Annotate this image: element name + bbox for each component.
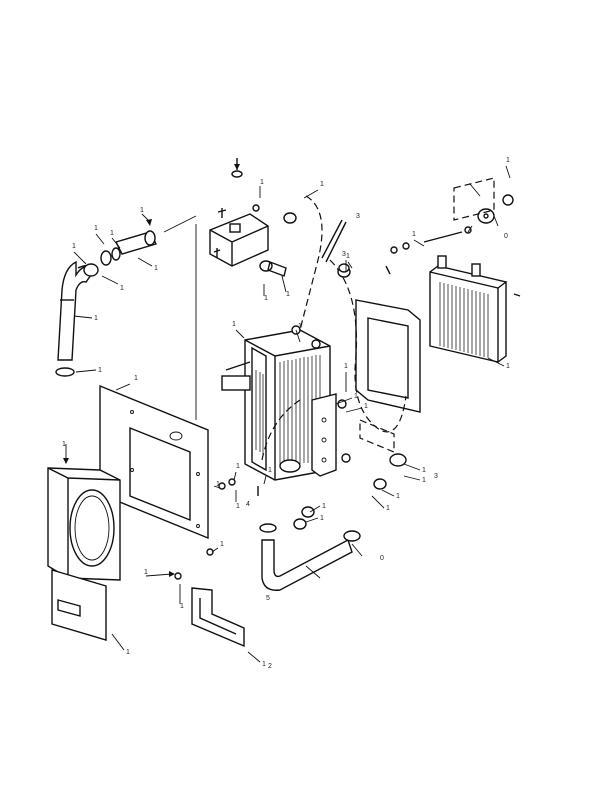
- clamp-icon: [293, 518, 307, 530]
- callout-number: 1: [320, 181, 324, 188]
- callout-number: 1: [140, 207, 144, 214]
- callout-number: 1: [236, 503, 240, 510]
- callout-number: 1: [262, 661, 266, 668]
- callout-number: 1: [412, 231, 416, 238]
- callout-number: 1: [506, 363, 510, 370]
- callout-number: 1: [268, 467, 272, 474]
- fan-shroud-icon: [47, 467, 121, 581]
- callout-number: 0: [380, 555, 384, 562]
- callout-number: 1: [354, 393, 358, 400]
- callout-number: 1: [180, 603, 184, 610]
- callout-number: 3: [356, 213, 360, 220]
- callout-labels: 1 1 1 1 1 1 1 1 1 1 1 1 1 1 1 1 1 1 1 1 1 1 1 1 1 1 1 1 1 1 1 1 1 1 1 1 1 1 0 0…: [62, 157, 510, 670]
- washer-icon: [252, 204, 260, 212]
- upper-hose-icon: [100, 230, 158, 266]
- callout-number: 1: [260, 179, 264, 186]
- callout-number: 1: [286, 291, 290, 298]
- callout-number: 1: [346, 253, 350, 260]
- fitting-icon: [206, 548, 214, 556]
- bracket-icon: [311, 393, 337, 477]
- callout-number: 1: [120, 285, 124, 292]
- cooler-fins: [439, 282, 489, 358]
- callout-number: 1: [220, 541, 224, 548]
- callout-number: 4: [246, 501, 250, 508]
- baffle-plate-icon: [99, 384, 209, 540]
- callout-number: 1: [110, 230, 114, 237]
- tube-routing: [261, 195, 407, 461]
- clamp-icon: [389, 453, 407, 467]
- callout-number: 1: [62, 441, 66, 448]
- clamp-icon: [373, 478, 387, 490]
- callout-number: 1: [422, 477, 426, 484]
- callout-number: 1: [154, 265, 158, 272]
- callout-number: 1: [232, 321, 236, 328]
- callout-number: 1: [396, 493, 400, 500]
- bolt-icon: [513, 293, 521, 297]
- hardware: [174, 204, 521, 580]
- callout-number: 1: [94, 315, 98, 322]
- washer-icon: [402, 242, 410, 250]
- callout-number: 1: [94, 225, 98, 232]
- hose-icon: [267, 261, 287, 277]
- elbow-hose-icon: [55, 260, 99, 377]
- lower-hose-icon: [259, 523, 361, 591]
- radiator-icon: [221, 329, 331, 481]
- callout-number: 1: [216, 481, 220, 488]
- callout-number: 1: [298, 323, 302, 330]
- callout-number: 1: [144, 569, 148, 576]
- fitting-icon: [337, 399, 347, 409]
- cap-icon: [231, 158, 243, 178]
- oil-cooler-icon: [429, 255, 508, 363]
- callout-number: 2: [268, 663, 272, 670]
- callout-number: 1: [344, 363, 348, 370]
- callout-number: 0: [504, 233, 508, 240]
- expansion-tank-icon: [209, 208, 269, 267]
- callout-number: 1: [320, 515, 324, 522]
- callout-number: 1: [386, 505, 390, 512]
- clamp-icon: [301, 506, 315, 518]
- callout-number: 1: [322, 503, 326, 510]
- callout-number: 1: [126, 649, 130, 656]
- callout-number: 1: [72, 243, 76, 250]
- bolt-icon: [385, 265, 391, 275]
- lower-bracket-left-icon: [51, 569, 107, 641]
- clamp-icon: [283, 212, 297, 224]
- fitting-icon: [174, 572, 182, 580]
- callout-number: 1: [422, 467, 426, 474]
- callout-number: 1: [364, 403, 368, 410]
- leader-lines: [163, 215, 197, 420]
- callout-number: 1: [506, 157, 510, 164]
- washer-icon: [390, 246, 398, 254]
- fitting-icon: [341, 453, 351, 463]
- fitting-icon: [218, 482, 226, 490]
- callout-number: 1: [236, 463, 240, 470]
- callout-number: 5: [266, 595, 270, 602]
- fitting-icon: [311, 339, 321, 349]
- callout-number: 3: [434, 473, 438, 480]
- callout-number: 3: [342, 251, 346, 258]
- fitting-icon: [228, 478, 236, 486]
- callout-number: 1: [134, 375, 138, 382]
- fitting-icon: [423, 177, 514, 243]
- bolt-icon: [213, 248, 221, 258]
- callout-number: 1: [98, 367, 102, 374]
- lower-bracket-right-icon: [191, 587, 245, 648]
- oil-cooler-frame-icon: [355, 299, 421, 413]
- callout-number: 1: [264, 295, 268, 302]
- callout-leaders: [63, 165, 511, 663]
- washer-icon: [338, 263, 350, 273]
